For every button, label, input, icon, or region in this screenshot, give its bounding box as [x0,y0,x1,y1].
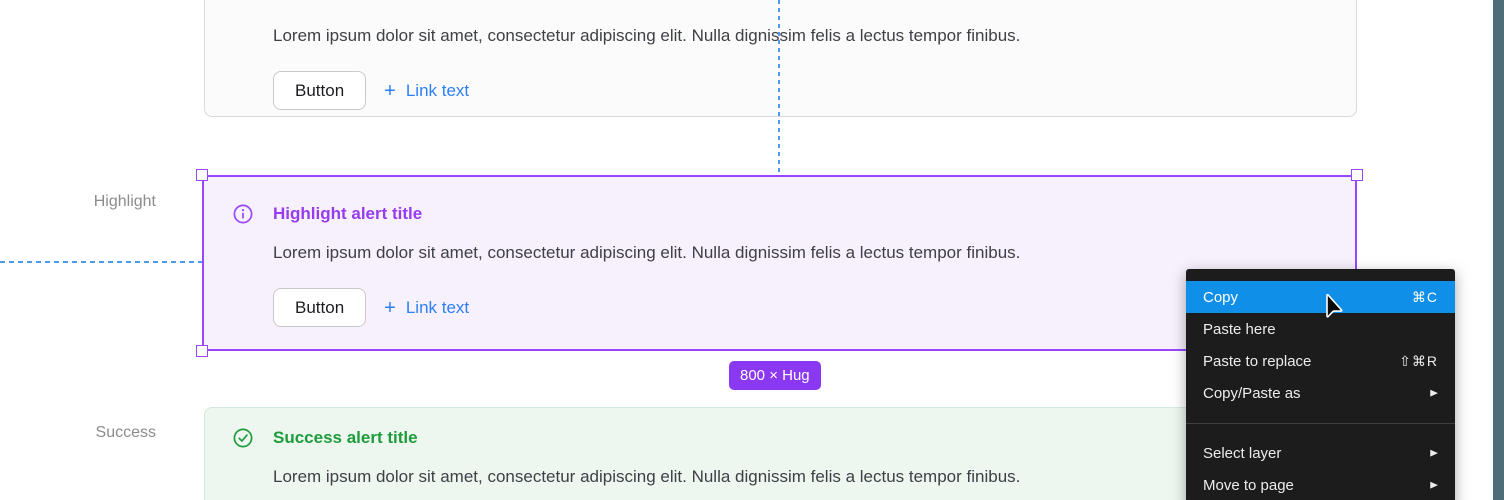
context-menu: Copy ⌘C Paste here Paste to replace ⇧⌘R … [1186,269,1455,500]
menu-item-paste-to-replace[interactable]: Paste to replace ⇧⌘R [1203,352,1438,370]
horizontal-guide-line [0,261,202,263]
menu-item-paste-here[interactable]: Paste here [1203,320,1276,338]
menu-item-copy[interactable]: Copy ⌘C [1186,281,1455,313]
selection-handle-bottom-left[interactable] [196,345,208,357]
canvas-label-success[interactable]: Success [95,424,156,441]
plus-icon: + [384,296,396,319]
alert-link[interactable]: + Link text [384,79,470,102]
shortcut-copy: ⌘C [1411,288,1438,305]
alert-title: Highlight alert title [273,204,423,223]
vertical-guide-line [778,0,780,176]
alert-card-success[interactable]: Success alert title Lorem ipsum dolor si… [204,407,1357,500]
alert-body-text: Lorem ipsum dolor sit amet, consectetur … [273,467,1021,486]
alert-link[interactable]: + Link text [384,296,470,319]
submenu-arrow-icon: ▶ [1430,480,1438,490]
submenu-arrow-icon: ▶ [1430,448,1438,458]
alert-body-text: Lorem ipsum dolor sit amet, consectetur … [273,243,1021,262]
alert-button[interactable]: Button [273,71,367,110]
selection-handle-top-right[interactable] [1351,169,1363,181]
mouse-cursor-icon [1326,293,1343,318]
check-circle-icon [233,428,253,448]
menu-item-copy-paste-as[interactable]: Copy/Paste as ▶ [1203,384,1438,402]
menu-item-select-layer[interactable]: Select layer ▶ [1203,444,1438,462]
alert-body-text: Lorem ipsum dolor sit amet, consectetur … [273,26,1021,45]
side-panel-edge [1493,0,1504,500]
menu-separator [1186,423,1455,424]
submenu-arrow-icon: ▶ [1430,388,1438,398]
selection-handle-top-left[interactable] [196,169,208,181]
selection-size-badge: 800 × Hug [729,361,821,390]
plus-icon: + [384,79,396,102]
alert-card-default[interactable]: Lorem ipsum dolor sit amet, consectetur … [204,0,1357,117]
alert-card-highlight[interactable]: Highlight alert title Lorem ipsum dolor … [202,175,1357,351]
menu-item-move-to-page[interactable]: Move to page ▶ [1203,476,1438,494]
shortcut-paste-to-replace: ⇧⌘R [1399,352,1438,369]
canvas-label-highlight[interactable]: Highlight [93,193,156,210]
info-icon [233,204,253,224]
alert-title: Success alert title [273,428,418,447]
alert-button[interactable]: Button [273,288,367,327]
